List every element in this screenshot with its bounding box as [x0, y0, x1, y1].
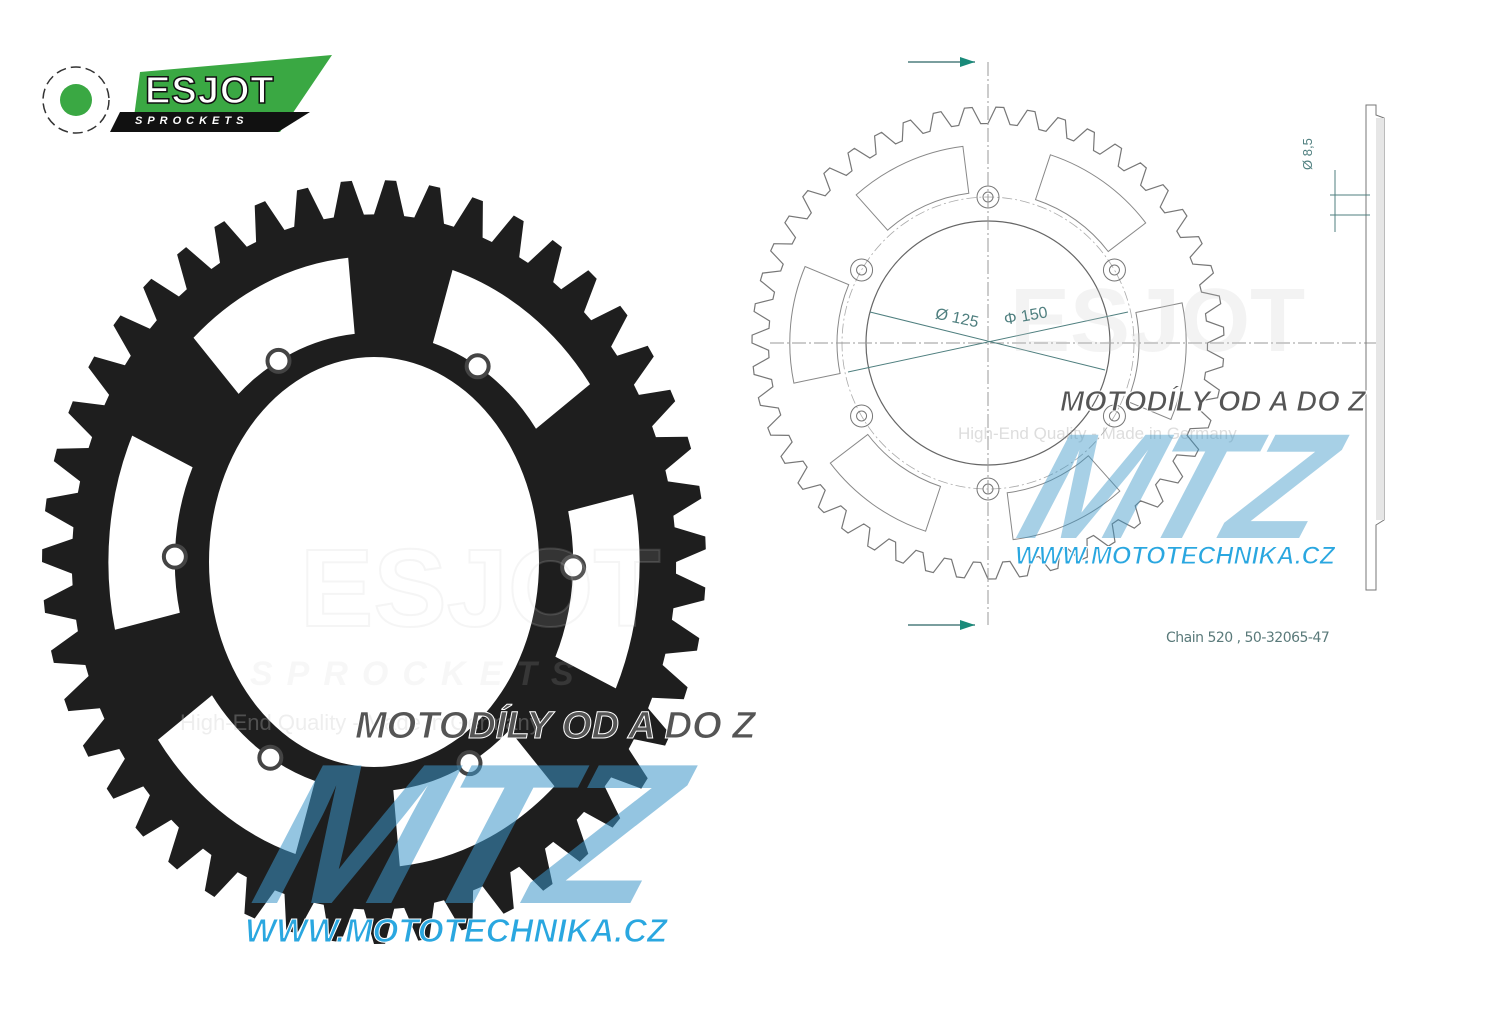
dimension-line-125 [869, 311, 1106, 371]
drawing-slot [789, 265, 850, 384]
watermark-tagline-right: High-End Quality - Made in Germany [958, 424, 1237, 443]
drawing-bolt-hole-outer [1102, 258, 1126, 282]
esjot-logo: ESJOT SPROCKETS [40, 52, 335, 142]
section-arrow [960, 57, 975, 67]
logo-sub: SPROCKETS [135, 115, 249, 127]
drawing-slot [1006, 455, 1121, 541]
drawing-bolt-hole [1108, 410, 1120, 422]
mtz-url-right: WWW.MOTOTECHNIKA.CZ [1015, 542, 1336, 571]
drawing-bolt-hole-outer [1102, 404, 1126, 428]
mtz-slogan-right: MOTODÍLY OD A DO Z [1060, 386, 1367, 419]
drawing-bolt-hole-outer [976, 477, 1000, 501]
drawing-bolt-hole [856, 264, 868, 276]
bolt-hole [257, 744, 284, 771]
sprocket-photo [42, 180, 706, 944]
bolt-hole [265, 347, 292, 374]
dimension-hole-diameter: Ø 8,5 [1300, 138, 1315, 170]
bolt-hole [456, 750, 483, 777]
bolt-hole [161, 543, 188, 570]
side-view-hatch [1376, 118, 1384, 520]
bolt-hole [464, 353, 491, 380]
drawing-caption: Chain 520 , 50-32065-47 [1166, 630, 1330, 646]
drawing-bolt-hole [1108, 264, 1120, 276]
bolt-hole [560, 554, 587, 581]
drawing-bolt-hole-outer [850, 404, 874, 428]
watermark-esjot-right: ESJOT [1010, 271, 1306, 371]
watermark-esjot: ESJOT [299, 526, 662, 651]
logo-brand: ESJOT [144, 69, 275, 113]
drawing-bolt-hole-outer [850, 258, 874, 282]
mtz-url-left: WWW.MOTOTECHNIKA.CZ [244, 912, 668, 950]
drawing-slot [1034, 154, 1147, 253]
drawing-slot [829, 433, 942, 532]
section-arrow [960, 620, 975, 630]
drawing-slot [855, 145, 970, 231]
drawing-bolt-hole [856, 410, 868, 422]
drawing-slot [1126, 302, 1187, 421]
dimension-line-150 [847, 311, 1129, 373]
watermark-sprockets: SPROCKETS [250, 655, 588, 693]
mtz-slogan-left: MOTODÍLY OD A DO Z [354, 705, 756, 748]
watermark-tagline: High-End Quality - Made in Germany [180, 710, 541, 735]
